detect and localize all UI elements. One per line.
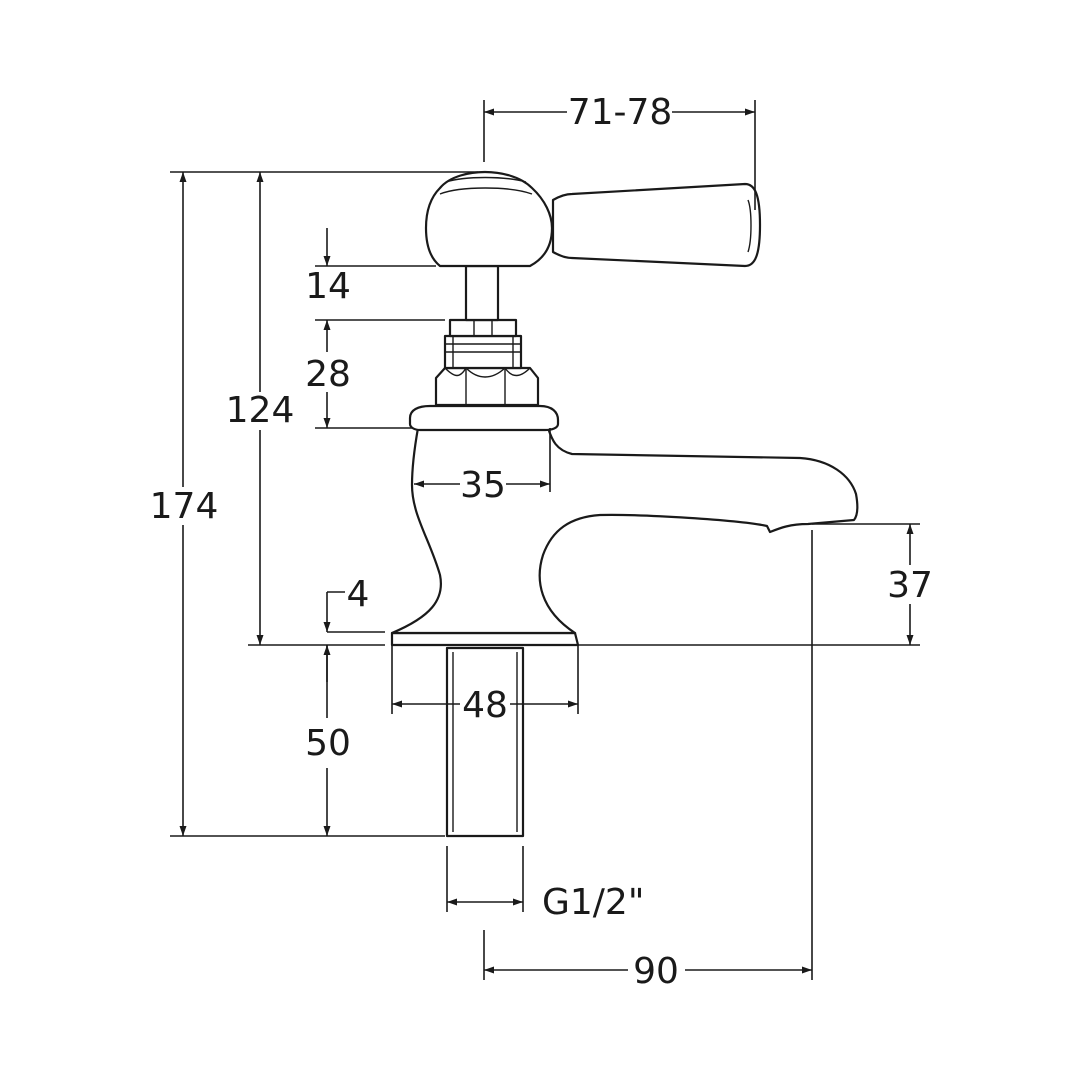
tap-outline <box>390 170 859 838</box>
base-flange <box>390 631 580 647</box>
label-handle-reach: 71-78 <box>568 92 673 133</box>
label-shank-length: 50 <box>305 723 351 764</box>
spindle <box>464 264 500 322</box>
label-spout-height: 37 <box>887 565 933 606</box>
label-projection: 90 <box>633 951 679 992</box>
label-base-width: 48 <box>462 685 508 726</box>
label-body-width: 35 <box>460 465 506 506</box>
gland-nut <box>448 318 518 338</box>
dimension-lines <box>170 100 920 980</box>
handle-hub <box>424 170 554 268</box>
body-top-plate <box>408 404 560 432</box>
label-thread-size: G1/2" <box>542 882 644 923</box>
tap-body <box>390 426 859 635</box>
dimension-labels: 71-78 174 124 14 28 35 4 37 48 50 G1/2" … <box>150 92 933 992</box>
label-total-height: 174 <box>150 486 219 527</box>
lever-handle <box>551 182 762 268</box>
label-height-to-handle-top: 124 <box>226 390 295 431</box>
threaded-shank <box>445 646 525 838</box>
label-base-thickness: 4 <box>347 574 370 615</box>
label-nut-height: 28 <box>305 354 351 395</box>
label-handle-to-nut: 14 <box>305 266 351 307</box>
